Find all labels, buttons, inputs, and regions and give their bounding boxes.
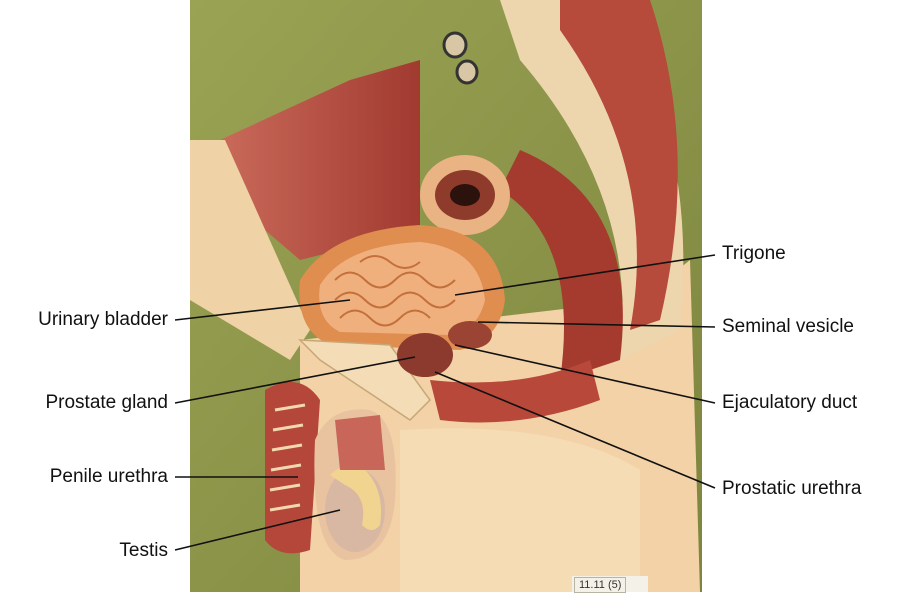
pelvic-floor-muscle <box>430 360 600 423</box>
label-prostate-gland: Prostate gland <box>45 392 168 413</box>
vessel-2 <box>455 59 479 85</box>
epididymis <box>330 466 381 530</box>
label-ejaculatory-duct: Ejaculatory duct <box>722 392 858 413</box>
erectile-tissue <box>269 403 306 512</box>
label-trigone: Trigone <box>722 243 786 264</box>
leader-trigone <box>454 254 716 296</box>
leader-ejaculatory-duct <box>454 344 716 404</box>
leader-prostatic-urethra <box>434 371 716 489</box>
prostate-region <box>397 333 453 377</box>
vessel-1 <box>442 31 468 59</box>
label-testis: Testis <box>119 540 168 561</box>
intestine-lumen <box>450 184 480 206</box>
leader-testis <box>174 509 341 551</box>
seminal-vesicle-region <box>448 321 492 349</box>
bladder-rugae <box>334 255 456 327</box>
leader-urinary-bladder <box>174 299 351 321</box>
back-muscle <box>560 0 678 330</box>
spermatic-cord <box>335 415 385 470</box>
anterior-wall <box>190 140 310 360</box>
leader-seminal-vesicle <box>477 321 716 328</box>
label-seminal-vesicle: Seminal vesicle <box>722 316 854 337</box>
label-penile-urethra: Penile urethra <box>49 466 168 487</box>
rectum-wall <box>500 150 623 380</box>
label-prostatic-urethra: Prostatic urethra <box>722 478 862 499</box>
thigh-skin <box>400 428 640 592</box>
leader-prostate-gland <box>174 356 416 404</box>
model-tag: 11.11 (5) <box>574 577 627 593</box>
label-urinary-bladder: Urinary bladder <box>38 309 168 330</box>
abdominal-muscle <box>220 60 420 260</box>
leader-lines <box>174 254 716 551</box>
